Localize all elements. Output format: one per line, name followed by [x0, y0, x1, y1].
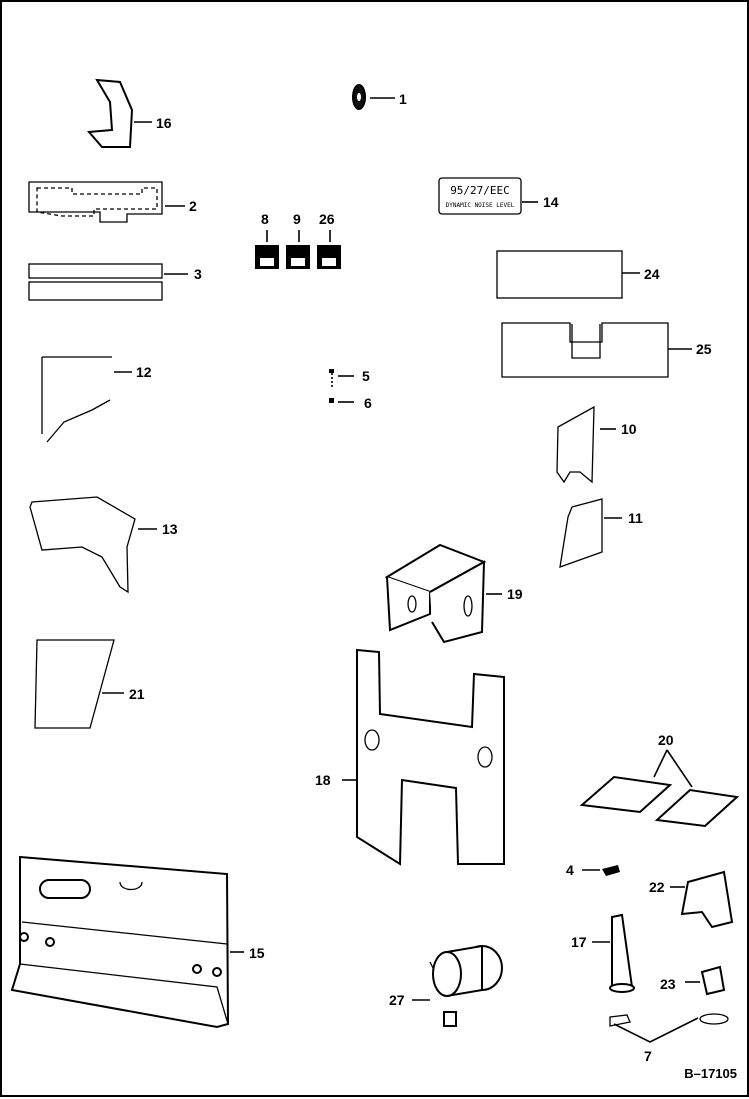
callout-18: 18: [315, 772, 331, 788]
callout-26: 26: [319, 211, 335, 227]
part-13-curved-panel: [29, 496, 157, 594]
part-22-elbow: [670, 870, 734, 929]
callout-5: 5: [362, 368, 370, 384]
part-12-angle-panel: [41, 356, 132, 443]
callout-14: 14: [543, 194, 559, 210]
callout-15: 15: [249, 945, 265, 961]
callout-9: 9: [293, 211, 301, 227]
part-17-tailpipe: [592, 913, 635, 1027]
callout-24: 24: [644, 266, 660, 282]
callout-8: 8: [261, 211, 269, 227]
part-20-pads: [579, 749, 740, 828]
decal-line-1: 95/27/EEC: [450, 184, 510, 197]
callout-6: 6: [364, 395, 372, 411]
part-1-washer: [352, 84, 395, 110]
callout-16: 16: [156, 115, 172, 131]
part-3-strip: [28, 263, 188, 301]
part-23-clamp: [685, 965, 729, 1025]
callout-7: 7: [644, 1048, 652, 1064]
callout-13: 13: [162, 521, 178, 537]
callout-21: 21: [129, 686, 145, 702]
part-19-cover: [384, 543, 502, 644]
callout-20: 20: [658, 732, 674, 748]
part-2-foam-panel: [28, 181, 185, 223]
callout-3: 3: [194, 266, 202, 282]
part-15-mount-plate: [10, 855, 244, 1029]
decal-line-2: DYNAMIC NOISE LEVEL: [446, 202, 515, 209]
callout-11: 11: [628, 510, 643, 526]
part-4-screw: [582, 865, 620, 876]
decal-group-8-9-26: [255, 230, 341, 269]
callout-17: 17: [571, 934, 587, 950]
callout-1: 1: [399, 91, 407, 107]
part-11-curved-panel: [559, 498, 622, 568]
part-27-muffler: [412, 944, 503, 1027]
part-14-noise-decal: 95/27/EEC DYNAMIC NOISE LEVEL: [438, 177, 538, 215]
part-18-shield-plate: [342, 648, 505, 866]
part-21-tapered-panel: [34, 639, 124, 729]
callout-27: 27: [389, 992, 405, 1008]
callout-22: 22: [649, 879, 665, 895]
part-5-6-bolt-nut: [329, 369, 354, 403]
callout-4: 4: [566, 862, 574, 878]
callout-2: 2: [189, 198, 197, 214]
callout-19: 19: [507, 586, 523, 602]
part-25-notched-pad: [501, 322, 692, 378]
callout-12: 12: [136, 364, 152, 380]
callout-10: 10: [621, 421, 637, 437]
part-10-panel: [556, 405, 616, 484]
part-24-pad: [496, 250, 640, 299]
part-7-leaders: [613, 1017, 699, 1043]
callout-25: 25: [696, 341, 712, 357]
figure-id: B–17105: [684, 1066, 737, 1081]
callout-23: 23: [660, 976, 676, 992]
part-16-bracket: [86, 78, 152, 148]
